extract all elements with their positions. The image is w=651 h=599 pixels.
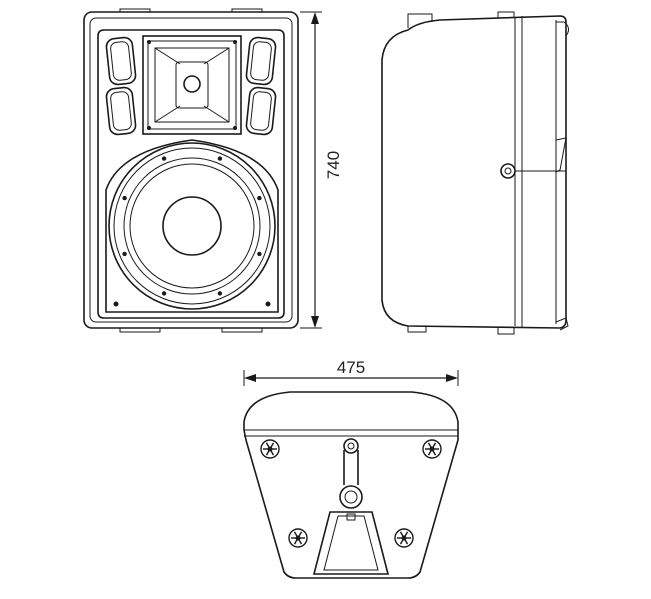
rubber-foot xyxy=(394,528,414,548)
left-upper-port-inner xyxy=(110,41,132,81)
width-label: 475 xyxy=(337,358,365,377)
front-cabinet-outline xyxy=(83,11,299,329)
bottom-feet xyxy=(260,439,442,548)
woofer-bolt xyxy=(161,291,167,296)
width-dimension: 475 xyxy=(243,358,459,386)
left-upper-port xyxy=(105,36,137,86)
bottom-view xyxy=(243,391,459,579)
woofer-outer-ring xyxy=(108,142,276,310)
bottom-channel xyxy=(343,450,359,485)
woofer-bolt xyxy=(257,251,262,257)
horn-frame-inner xyxy=(147,40,237,130)
rubber-foot xyxy=(260,439,280,459)
horn-throat xyxy=(175,61,209,109)
height-dimension: 740 xyxy=(300,11,343,329)
side-view xyxy=(381,11,570,335)
woofer-cone xyxy=(129,163,255,289)
bottom-top-socket xyxy=(343,438,359,454)
right-lower-port xyxy=(245,86,277,136)
woofer-baffle-recess xyxy=(105,139,279,313)
woofer-bolts xyxy=(122,156,262,296)
rubber-foot xyxy=(288,528,308,548)
right-upper-port xyxy=(245,36,277,86)
front-cabinet-inner-edge xyxy=(89,17,293,323)
horn-tweeter xyxy=(142,35,242,135)
front-baffle xyxy=(97,29,285,319)
woofer-bolt xyxy=(217,156,223,161)
right-lower-port-inner xyxy=(250,91,272,131)
woofer-frame xyxy=(113,147,271,305)
rubber-foot xyxy=(422,439,442,459)
bottom-main-socket xyxy=(339,485,363,509)
side-cabinet-outline xyxy=(381,15,567,329)
woofer-surround xyxy=(123,157,261,295)
woofer-bolt xyxy=(257,195,262,201)
woofer-bolt xyxy=(122,195,127,201)
woofer-bolt xyxy=(217,291,223,296)
woofer-bolt xyxy=(122,251,127,257)
bottom-cabinet-outline xyxy=(243,391,459,579)
horn-driver xyxy=(183,75,201,93)
left-lower-port-inner xyxy=(110,91,132,131)
left-lower-port xyxy=(105,86,137,136)
bottom-wedge xyxy=(312,511,390,575)
woofer xyxy=(105,139,279,313)
horn-frame xyxy=(142,35,242,135)
right-upper-port-inner xyxy=(250,41,272,81)
woofer-bolt xyxy=(161,156,167,161)
side-pole-mount xyxy=(500,163,516,179)
height-label: 740 xyxy=(324,151,343,179)
woofer-dust-cap xyxy=(162,196,222,256)
front-view xyxy=(83,8,299,333)
